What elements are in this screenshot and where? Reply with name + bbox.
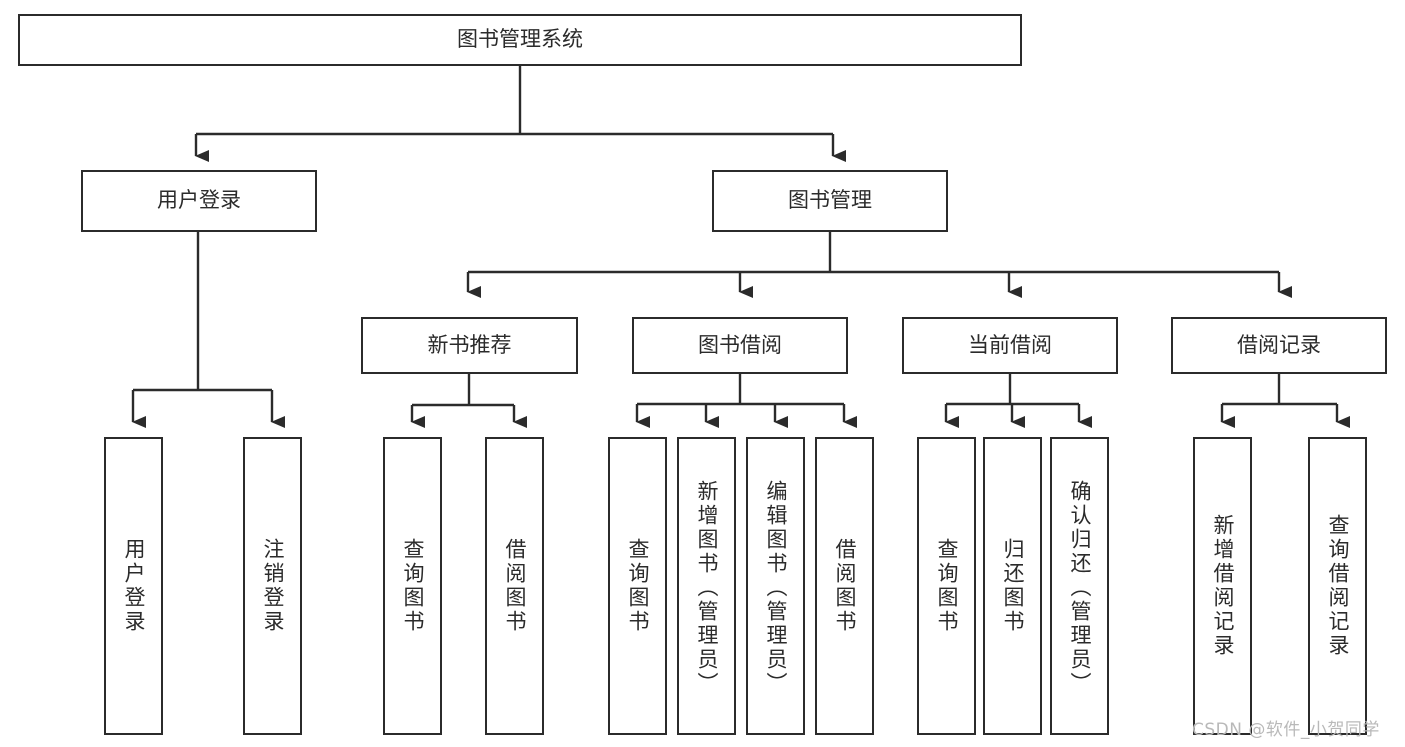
leaf-query-book-borrow[interactable]: 查询图书 (608, 437, 667, 735)
csdn-watermark: CSDN @软件_小贺同学 (1192, 720, 1380, 740)
node-label: 注销登录 (261, 538, 285, 634)
node-user-login[interactable]: 用户登录 (81, 170, 317, 232)
node-label: 编辑图书（管理员） (764, 480, 788, 696)
leaf-borrow-book-recommend[interactable]: 借阅图书 (485, 437, 544, 735)
leaf-add-book-admin[interactable]: 新增图书（管理员） (677, 437, 736, 735)
leaf-add-borrow-record[interactable]: 新增借阅记录 (1193, 437, 1252, 735)
node-label: 借阅记录 (1237, 332, 1321, 357)
node-label: 当前借阅 (968, 332, 1052, 357)
node-label: 图书管理 (788, 188, 872, 213)
leaf-user-logout[interactable]: 注销登录 (243, 437, 302, 735)
node-label: 新增图书（管理员） (695, 480, 719, 696)
node-label: 新书推荐 (427, 332, 512, 357)
node-label: 用户登录 (122, 538, 146, 634)
node-root-book-management-system[interactable]: 图书管理系统 (18, 14, 1022, 66)
leaf-return-book[interactable]: 归还图书 (983, 437, 1042, 735)
node-label: 用户登录 (157, 188, 241, 213)
leaf-edit-book-admin[interactable]: 编辑图书（管理员） (746, 437, 805, 735)
node-label: 借阅图书 (833, 538, 857, 634)
leaf-user-login[interactable]: 用户登录 (104, 437, 163, 735)
leaf-confirm-return-admin[interactable]: 确认归还（管理员） (1050, 437, 1109, 735)
node-label: 新增借阅记录 (1211, 514, 1235, 658)
node-label: 图书借阅 (698, 332, 782, 357)
node-label: 图书管理系统 (457, 27, 583, 52)
node-label: 查询图书 (401, 538, 425, 634)
node-current-borrow[interactable]: 当前借阅 (902, 317, 1118, 374)
node-book-borrow[interactable]: 图书借阅 (632, 317, 848, 374)
node-label: 查询借阅记录 (1326, 514, 1350, 658)
node-label: 查询图书 (626, 538, 650, 634)
node-label: 查询图书 (935, 538, 959, 634)
leaf-query-book-current[interactable]: 查询图书 (917, 437, 976, 735)
node-label: 归还图书 (1001, 538, 1025, 634)
leaf-query-book-recommend[interactable]: 查询图书 (383, 437, 442, 735)
node-label: 确认归还（管理员） (1068, 480, 1092, 696)
leaf-borrow-book[interactable]: 借阅图书 (815, 437, 874, 735)
node-borrow-record[interactable]: 借阅记录 (1171, 317, 1387, 374)
leaf-query-borrow-record[interactable]: 查询借阅记录 (1308, 437, 1367, 735)
node-new-book-recommend[interactable]: 新书推荐 (361, 317, 578, 374)
node-label: 借阅图书 (503, 538, 527, 634)
node-book-management[interactable]: 图书管理 (712, 170, 948, 232)
